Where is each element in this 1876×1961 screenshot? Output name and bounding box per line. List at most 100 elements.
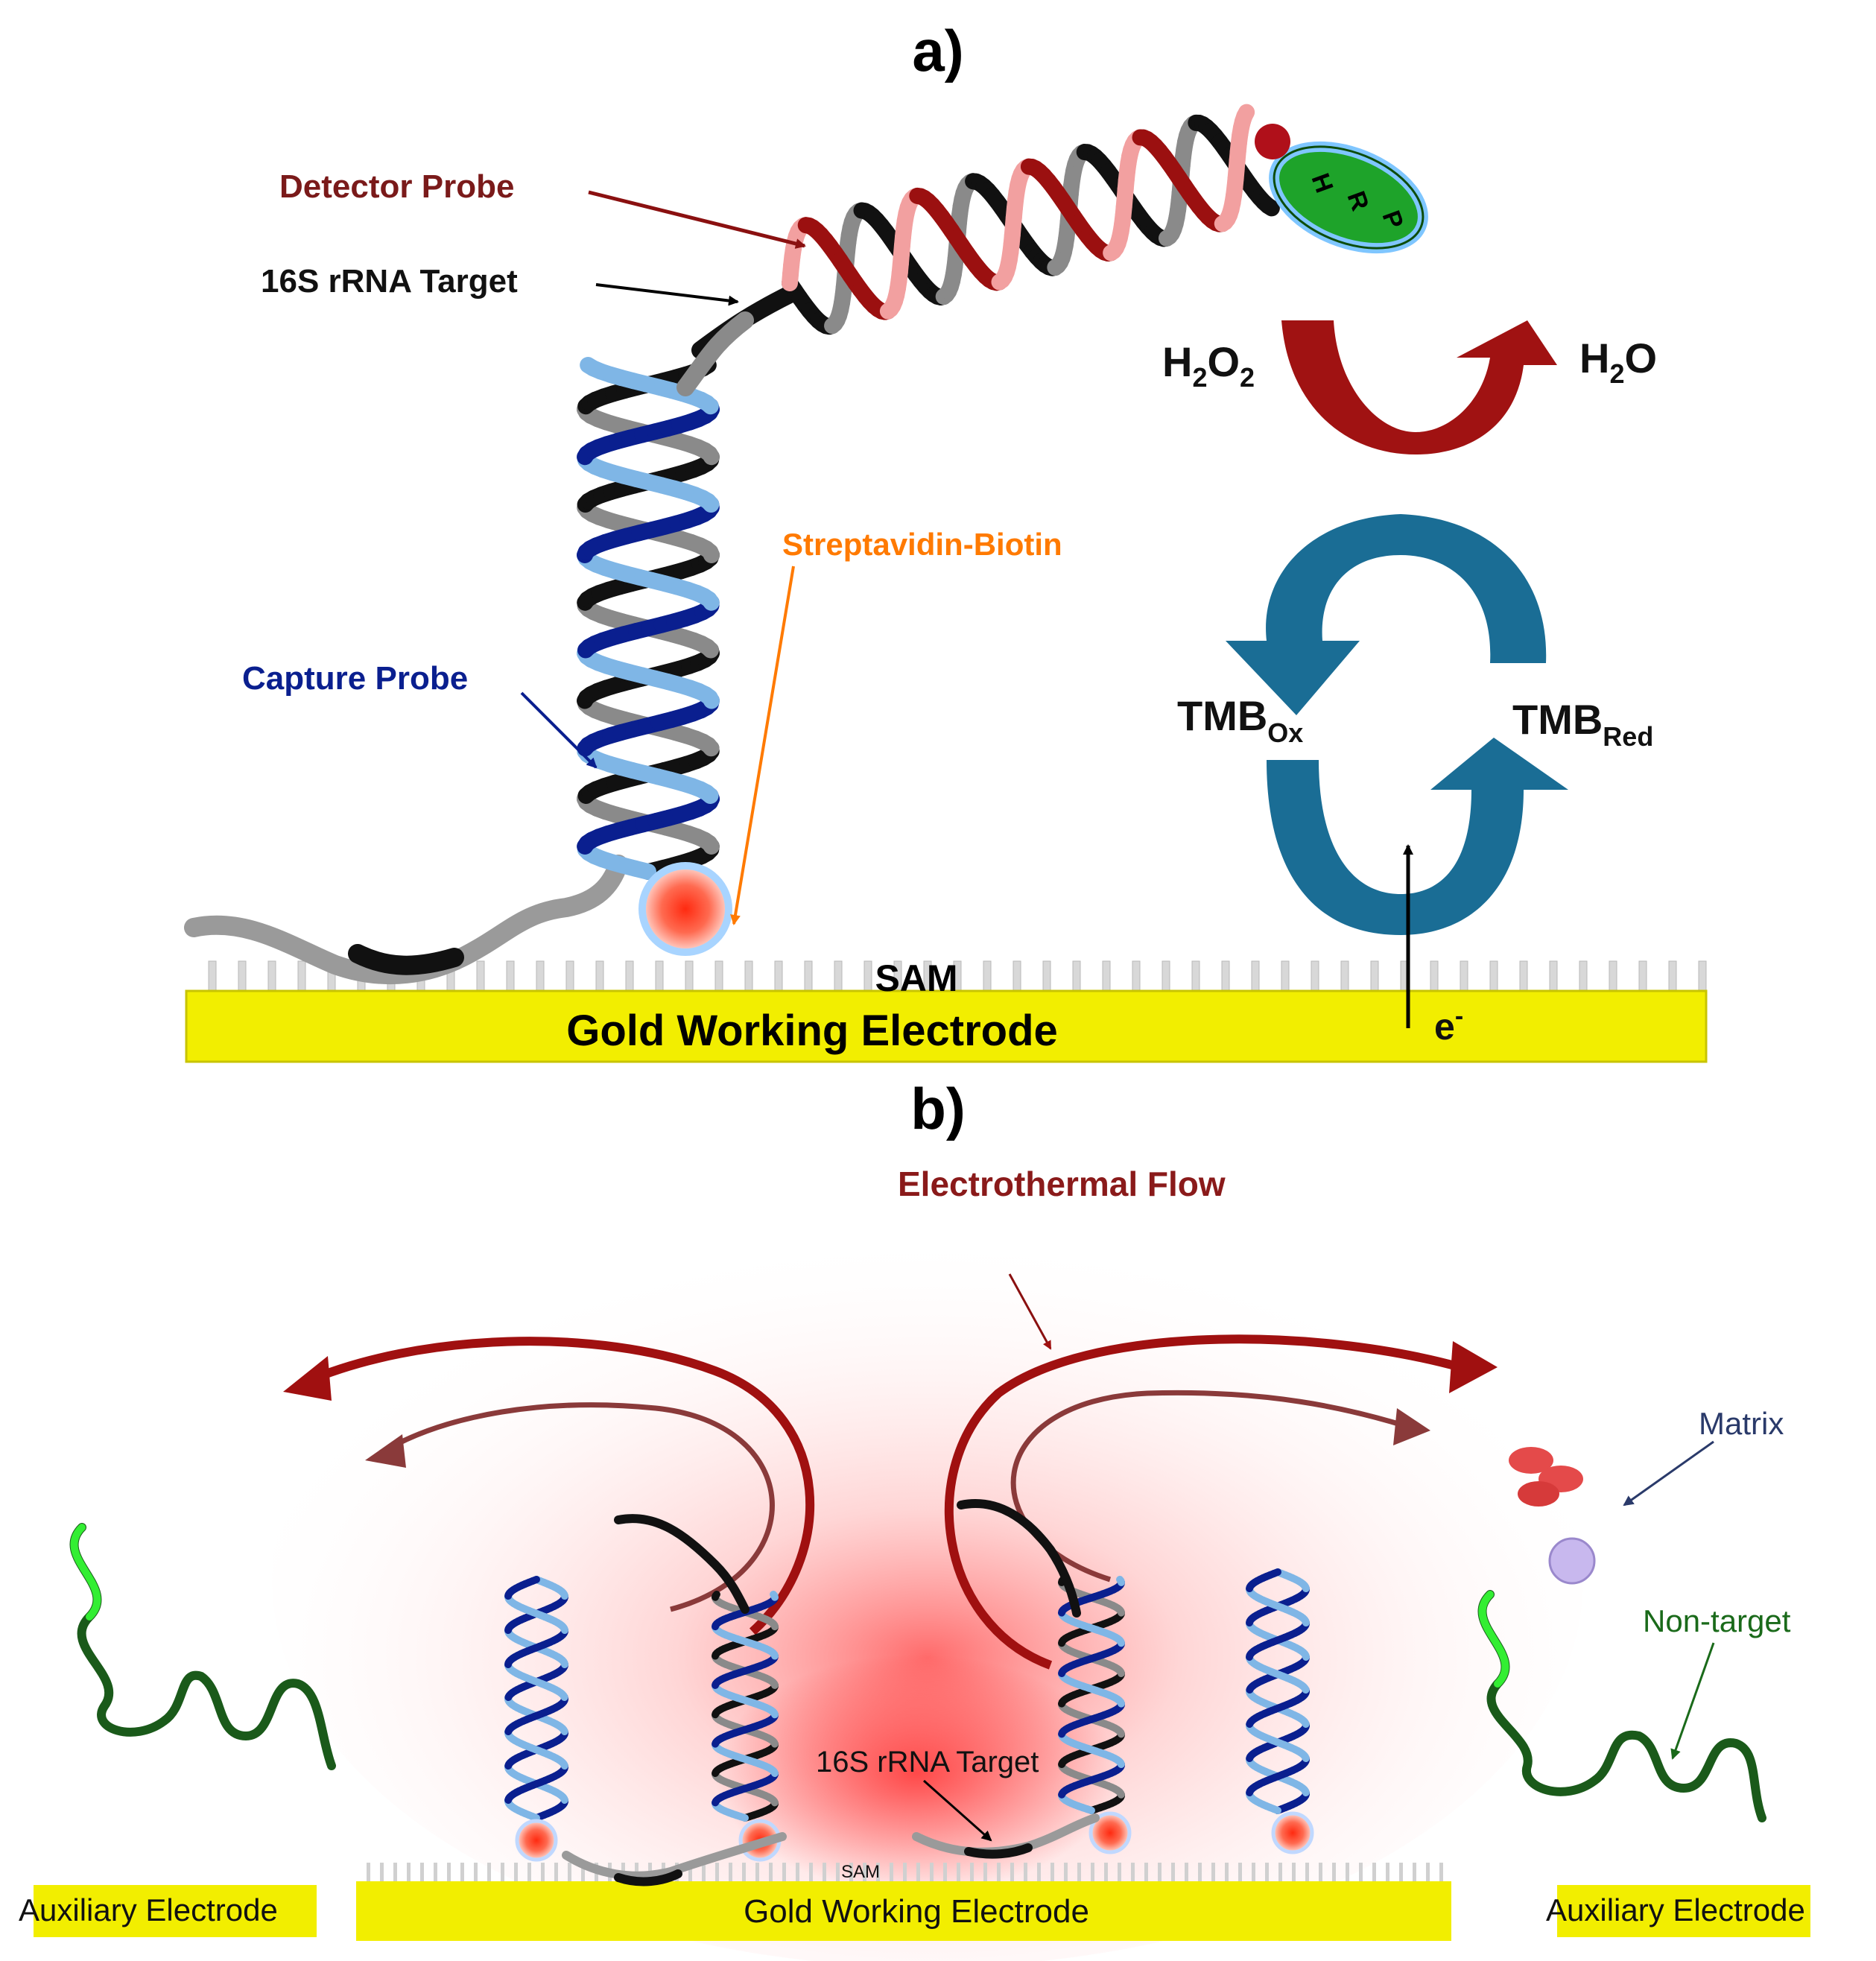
red-blood-cell-3 <box>1518 1481 1559 1507</box>
tmb-cycle-bottom-arrow <box>1267 738 1568 935</box>
bead-b-3 <box>1088 1811 1132 1854</box>
sam-tick <box>1413 1863 1416 1881</box>
sam-tick <box>474 1863 478 1881</box>
sam-tick <box>1144 1863 1148 1881</box>
flow-outer-left-head <box>283 1356 332 1401</box>
sam-tick <box>809 1863 813 1881</box>
sam-tick <box>1519 960 1528 992</box>
aux-label-right: Auxiliary Electrode <box>1546 1892 1805 1927</box>
sam-tick <box>1638 960 1647 992</box>
sam-tick <box>1171 1863 1175 1881</box>
flow-pointer <box>1008 1273 1052 1350</box>
red-blood-cell-1 <box>1509 1447 1553 1474</box>
electrode-label-a: Gold Working Electrode <box>566 1007 1058 1055</box>
tmb-red-sub: Red <box>1603 721 1653 752</box>
sam-tick <box>581 1863 585 1881</box>
sam-tick <box>447 1863 451 1881</box>
sam-tick <box>1426 1863 1430 1881</box>
sam-tick <box>685 960 694 992</box>
flow-label: Electrothermal Flow <box>898 1165 1226 1203</box>
sam-tick <box>1579 960 1588 992</box>
sam-tick <box>506 960 515 992</box>
sam-tick <box>1332 1863 1336 1881</box>
sam-tick <box>714 960 723 992</box>
sam-tick <box>863 1863 866 1881</box>
sam-tick <box>565 960 574 992</box>
capture-helix-b3-segment <box>1116 1576 1125 1585</box>
sam-tick <box>1430 960 1439 992</box>
sam-tick <box>890 1863 893 1881</box>
non-target-strand-left-light <box>70 1524 101 1621</box>
tmb-ox-sub: Ox <box>1267 717 1303 748</box>
sam-tick <box>1077 1863 1081 1881</box>
flow-inner-right-head <box>1393 1408 1430 1445</box>
flow-outer-right <box>944 1334 1462 1670</box>
electron-label: e- <box>1434 1002 1463 1048</box>
sam-tick <box>1346 1863 1349 1881</box>
capture-helix <box>577 357 720 880</box>
sam-tick <box>1104 1863 1108 1881</box>
sam-tick <box>916 1863 920 1881</box>
sam-tick <box>1037 1863 1041 1881</box>
sam-tick <box>1305 1863 1309 1881</box>
hrp-linker-dot <box>1255 124 1290 159</box>
sam-tick <box>487 1863 491 1881</box>
sam-layer-b <box>367 1863 1443 1881</box>
target-pointer-b <box>923 1779 992 1842</box>
sam-tick <box>1072 960 1081 992</box>
sam-tick <box>393 1863 397 1881</box>
aux-electrode-right <box>1557 1885 1810 1937</box>
sam-tick <box>1609 960 1617 992</box>
sam-tick <box>420 1863 424 1881</box>
sam-tick <box>1191 960 1200 992</box>
sam-tick <box>957 1863 960 1881</box>
sam-tick <box>1460 960 1468 992</box>
tmb-red-base: TMB <box>1512 696 1603 743</box>
sam-tick <box>1225 1863 1229 1881</box>
sam-tick <box>367 1863 370 1881</box>
detector-helix <box>782 104 1280 335</box>
target-tail-b-left-dark <box>614 1869 682 1886</box>
flow-inner-left <box>386 1402 775 1612</box>
sam-tick <box>1211 1863 1215 1881</box>
flow-outer-right-head <box>1449 1341 1498 1393</box>
sam-tick <box>1386 1863 1389 1881</box>
target-top-b-right <box>957 1499 1081 1618</box>
sam-tick <box>903 1863 907 1881</box>
target-tail-b-right-dark <box>964 1843 1033 1859</box>
sam-tick <box>527 1863 531 1881</box>
sam-tick <box>238 960 247 992</box>
sam-tick <box>1698 960 1707 992</box>
sam-tick <box>1372 1863 1376 1881</box>
sam-tick <box>755 1863 759 1881</box>
non-target-pointer <box>1670 1642 1715 1760</box>
sam-tick <box>208 960 217 992</box>
bead-b-4 <box>1271 1811 1314 1854</box>
heat-core <box>715 1654 1118 1892</box>
bead-b-1 <box>515 1819 558 1862</box>
target-label-b: 16S rRNA Target <box>816 1746 1039 1778</box>
sam-tick <box>1370 960 1379 992</box>
sam-tick <box>1132 960 1141 992</box>
electron-base: e <box>1434 1006 1455 1048</box>
sam-tick <box>930 1863 934 1881</box>
sam-tick <box>1042 960 1051 992</box>
sam-tick <box>1439 1863 1443 1881</box>
non-target-label: Non-target <box>1643 1603 1791 1638</box>
tmb-ox-base: TMB <box>1177 692 1267 739</box>
detector-probe-label: Detector Probe <box>279 168 514 205</box>
sam-label-a: SAM <box>875 957 957 999</box>
sam-tick <box>702 1863 706 1881</box>
sam-tick <box>796 1863 799 1881</box>
sam-tick <box>514 1863 518 1881</box>
sam-tick <box>688 1863 692 1881</box>
sam-tick <box>836 1863 840 1881</box>
sam-tick <box>1024 1863 1027 1881</box>
aux-label-left: Auxiliary Electrode <box>19 1892 278 1927</box>
gold-electrode-b <box>356 1881 1451 1941</box>
streptavidin-label: Streptavidin-Biotin <box>782 527 1062 562</box>
sam-tick <box>1265 1863 1269 1881</box>
sam-tick <box>1281 960 1290 992</box>
target-label-a: 16S rRNA Target <box>261 263 518 300</box>
detector-helix-segment <box>1236 104 1255 124</box>
